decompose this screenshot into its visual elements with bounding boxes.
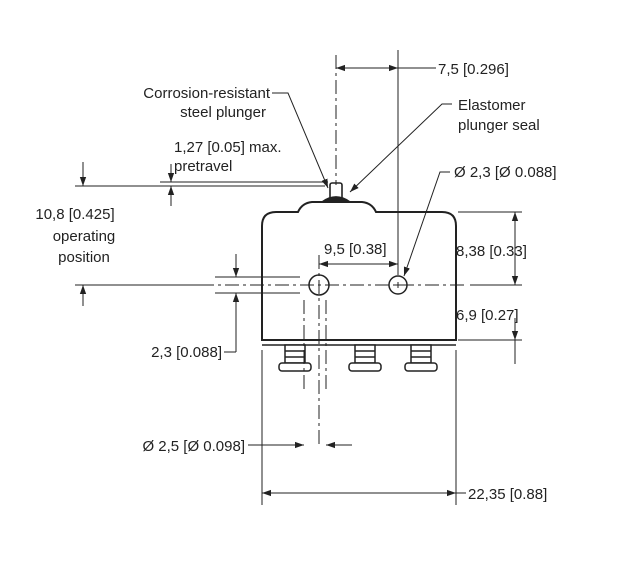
label-plunger-material-2: steel plunger bbox=[180, 104, 266, 121]
label-hole-offset: 2,3 [0.088] bbox=[151, 344, 222, 361]
label-pretravel-2: pretravel bbox=[174, 158, 232, 175]
switch-body bbox=[261, 201, 457, 341]
label-height-lower: 6,9 [0.27] bbox=[456, 307, 519, 324]
leader-lines bbox=[272, 92, 452, 277]
center-lines bbox=[200, 55, 468, 445]
label-height-upper: 8,38 [0.33] bbox=[456, 243, 527, 260]
terminal-2 bbox=[348, 344, 382, 372]
label-hole-spacing: 9,5 [0.38] bbox=[324, 241, 387, 258]
label-plunger-material-1: Corrosion-resistant bbox=[143, 85, 271, 102]
label-dim-top-right: 7,5 [0.296] bbox=[438, 61, 509, 78]
label-operating-3: position bbox=[58, 249, 110, 266]
label-operating-2: operating bbox=[53, 228, 116, 245]
extension-lines bbox=[75, 50, 522, 505]
label-hole-large: Ø 2,5 [Ø 0.098] bbox=[142, 438, 245, 455]
label-hole-small: Ø 2,3 [Ø 0.088] bbox=[454, 164, 557, 181]
dimension-labels: Corrosion-resistant steel plunger 1,27 [… bbox=[35, 61, 556, 503]
terminal-3 bbox=[404, 344, 438, 372]
label-operating-1: 10,8 [0.425] bbox=[35, 206, 114, 223]
plunger bbox=[319, 182, 353, 203]
label-seal-1: Elastomer bbox=[458, 97, 526, 114]
label-seal-2: plunger seal bbox=[458, 117, 540, 134]
terminal-1 bbox=[278, 344, 312, 372]
label-overall-width: 22,35 [0.88] bbox=[468, 486, 547, 503]
label-pretravel-1: 1,27 [0.05] max. bbox=[174, 139, 282, 156]
dimension-lines bbox=[79, 64, 519, 497]
